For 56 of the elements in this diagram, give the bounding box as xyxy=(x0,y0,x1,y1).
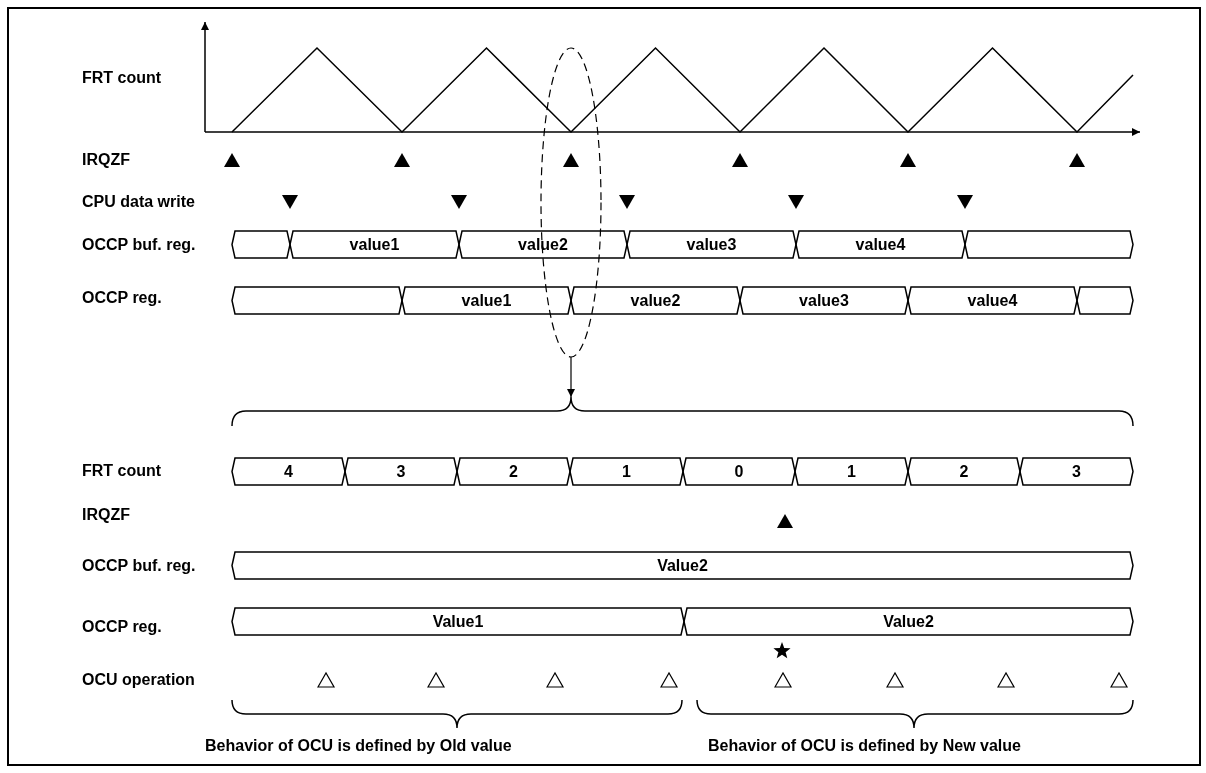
signal-name: FRT count xyxy=(82,462,162,480)
segment-value: value1 xyxy=(461,291,512,310)
bus-segment xyxy=(232,458,345,485)
brace-caption: Behavior of OCU is defined by New value xyxy=(708,737,1021,755)
bus-segment xyxy=(232,552,1133,579)
segment-value: Value1 xyxy=(432,612,484,631)
segment-value: 1 xyxy=(622,462,631,481)
segment-value: 1 xyxy=(847,462,856,481)
bus-segment xyxy=(571,287,740,314)
bus-segment xyxy=(796,231,965,258)
segment-value: 2 xyxy=(959,462,969,481)
bus-segment xyxy=(459,231,627,258)
segment-value: 0 xyxy=(734,462,744,481)
segment-value: 2 xyxy=(509,462,518,481)
bus-segment xyxy=(683,458,795,485)
signal-name: OCU operation xyxy=(82,671,195,689)
bus-segment xyxy=(740,287,908,314)
segment-value: Value2 xyxy=(883,612,934,631)
segment-value: value2 xyxy=(518,235,568,254)
bus-segment xyxy=(402,287,571,314)
signal-name: CPU data write xyxy=(82,193,195,211)
bus-segment xyxy=(965,231,1133,258)
segment-value: value1 xyxy=(349,235,400,254)
curly-brace xyxy=(232,397,1133,426)
segment-value: value4 xyxy=(967,291,1018,310)
segment-value: 3 xyxy=(396,462,406,481)
bus-segment xyxy=(290,231,459,258)
segment-value: value3 xyxy=(686,235,737,254)
brace-caption: Behavior of OCU is defined by Old value xyxy=(205,737,512,755)
signal-name: OCCP reg. xyxy=(82,289,162,307)
bus-segment xyxy=(1020,458,1133,485)
bus-segment xyxy=(457,458,570,485)
segment-value: 4 xyxy=(284,462,293,481)
segment-value: value3 xyxy=(799,291,849,310)
arrow xyxy=(567,356,575,398)
bus-segment xyxy=(1077,287,1133,314)
signal-name: OCCP reg. xyxy=(82,618,162,636)
signal-name: FRT count xyxy=(82,69,162,87)
bus-segment xyxy=(627,231,796,258)
bus-segment xyxy=(232,608,684,635)
signal-name: IRQZF xyxy=(82,151,130,169)
segment-value: value4 xyxy=(855,235,906,254)
bus-segment xyxy=(908,458,1020,485)
bus-segment xyxy=(908,287,1077,314)
bus-segment xyxy=(684,608,1133,635)
segment-value: Value2 xyxy=(657,556,708,575)
bus-segment xyxy=(345,458,457,485)
bus-segment xyxy=(232,231,290,258)
signal-name: IRQZF xyxy=(82,506,130,524)
bus-segment xyxy=(795,458,908,485)
segment-value: value2 xyxy=(630,291,681,310)
bus-segment xyxy=(232,287,402,314)
segment-value: 3 xyxy=(1072,462,1081,481)
signal-name: OCCP buf. reg. xyxy=(82,236,196,254)
bus-segment xyxy=(570,458,683,485)
signal-name: OCCP buf. reg. xyxy=(82,557,196,575)
